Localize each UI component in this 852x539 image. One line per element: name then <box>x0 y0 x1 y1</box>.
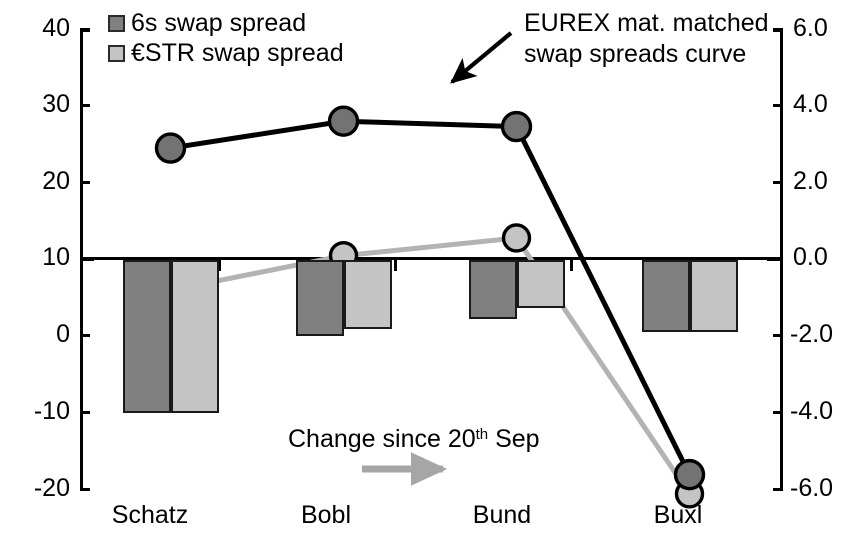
right-axis-label-4: 4.0 <box>793 90 828 118</box>
left-tick-20 <box>80 181 90 184</box>
bar-estr-swap-spread-bobl[interactable] <box>343 259 392 329</box>
bar-6s-swap-spread-buxl[interactable] <box>641 259 690 333</box>
bar-estr-swap-spread-buxl[interactable] <box>689 259 738 333</box>
legend: 6s swap spread €STR swap spread <box>108 8 344 68</box>
right-tick-neg2 <box>773 334 783 337</box>
annotation-change-superscript: th <box>475 425 489 443</box>
x-tick-schatz-bobl <box>218 260 221 271</box>
right-axis-label-6: 6.0 <box>793 14 828 42</box>
left-tick-neg10 <box>80 411 90 414</box>
change-since-20th-sep-line[interactable] <box>170 235 692 496</box>
left-axis-label-40: 40 <box>42 14 70 42</box>
marker-buxl[interactable] <box>673 458 706 491</box>
category-label-schatz: Schatz <box>111 501 189 529</box>
left-axis-label-20: 20 <box>42 167 70 195</box>
annotation-change-prefix: Change since 20 <box>288 425 476 453</box>
right-tick-neg6 <box>773 488 783 491</box>
category-label-bobl: Bobl <box>300 501 352 529</box>
bar-6s-swap-spread-bobl[interactable] <box>295 259 344 337</box>
right-tick-2 <box>773 181 783 184</box>
eurex-curve-markers[interactable] <box>154 105 706 491</box>
bar-6s-swap-spread-bund[interactable] <box>468 259 517 320</box>
bar-6s-swap-spread-schatz[interactable] <box>122 259 171 414</box>
left-tick-neg20 <box>80 488 90 491</box>
marker-bund[interactable] <box>500 110 533 143</box>
left-tick-0 <box>80 334 90 337</box>
right-axis-label-neg4: -4.0 <box>790 397 834 425</box>
annotation-change-suffix: Sep <box>488 425 540 453</box>
right-tick-6 <box>773 28 783 31</box>
left-axis-label-neg10: -10 <box>33 397 70 425</box>
bar-estr-swap-spread-bund[interactable] <box>516 259 565 308</box>
right-axis-label-2: 2.0 <box>793 167 828 195</box>
legend-label-estr-swap-spread: €STR swap spread <box>131 38 344 67</box>
left-axis-label-30: 30 <box>42 90 70 118</box>
right-tick-4 <box>773 104 783 107</box>
left-tick-40 <box>80 28 90 31</box>
bar-estr-swap-spread-schatz[interactable] <box>170 259 219 414</box>
x-tick-bobl-bund <box>394 260 397 271</box>
legend-item-6s-swap-spread[interactable]: 6s swap spread <box>108 8 344 38</box>
legend-item-estr-swap-spread[interactable]: €STR swap spread <box>108 38 344 68</box>
category-label-buxl: Buxl <box>653 501 703 529</box>
annotation-eurex-curve: EUREX mat. matched swap spreads curve <box>524 8 769 70</box>
marker-bobl[interactable] <box>327 105 360 137</box>
annotation-eurex-line2: swap spreads curve <box>524 40 747 68</box>
annotation-eurex-line1: EUREX mat. matched <box>524 9 769 37</box>
left-tick-30 <box>80 104 90 107</box>
eurex-mat-matched-swap-spreads-line[interactable] <box>170 118 692 476</box>
left-axis-label-neg20: -20 <box>33 474 70 502</box>
legend-swatch-estr-swap-spread <box>108 44 125 62</box>
x-tick-bund-buxl <box>570 260 573 271</box>
zero-baseline <box>84 257 776 260</box>
right-axis-label-neg2: -2.0 <box>790 320 834 348</box>
right-axis-label-0: 0.0 <box>793 243 828 271</box>
left-axis-label-10: 10 <box>42 243 70 271</box>
annotation-eurex-arrow-icon <box>450 31 513 84</box>
marker-schatz[interactable] <box>154 132 187 164</box>
right-tick-neg4 <box>773 411 783 414</box>
left-axis-label-0: 0 <box>56 320 70 348</box>
annotation-change-since: Change since 20th Sep <box>288 427 540 452</box>
right-axis-label-neg6: -6.0 <box>790 474 834 502</box>
legend-label-6s-swap-spread: 6s swap spread <box>131 8 307 37</box>
marker-bund[interactable] <box>501 223 532 253</box>
category-label-bund: Bund <box>472 501 532 529</box>
legend-swatch-6s-swap-spread <box>108 14 125 32</box>
